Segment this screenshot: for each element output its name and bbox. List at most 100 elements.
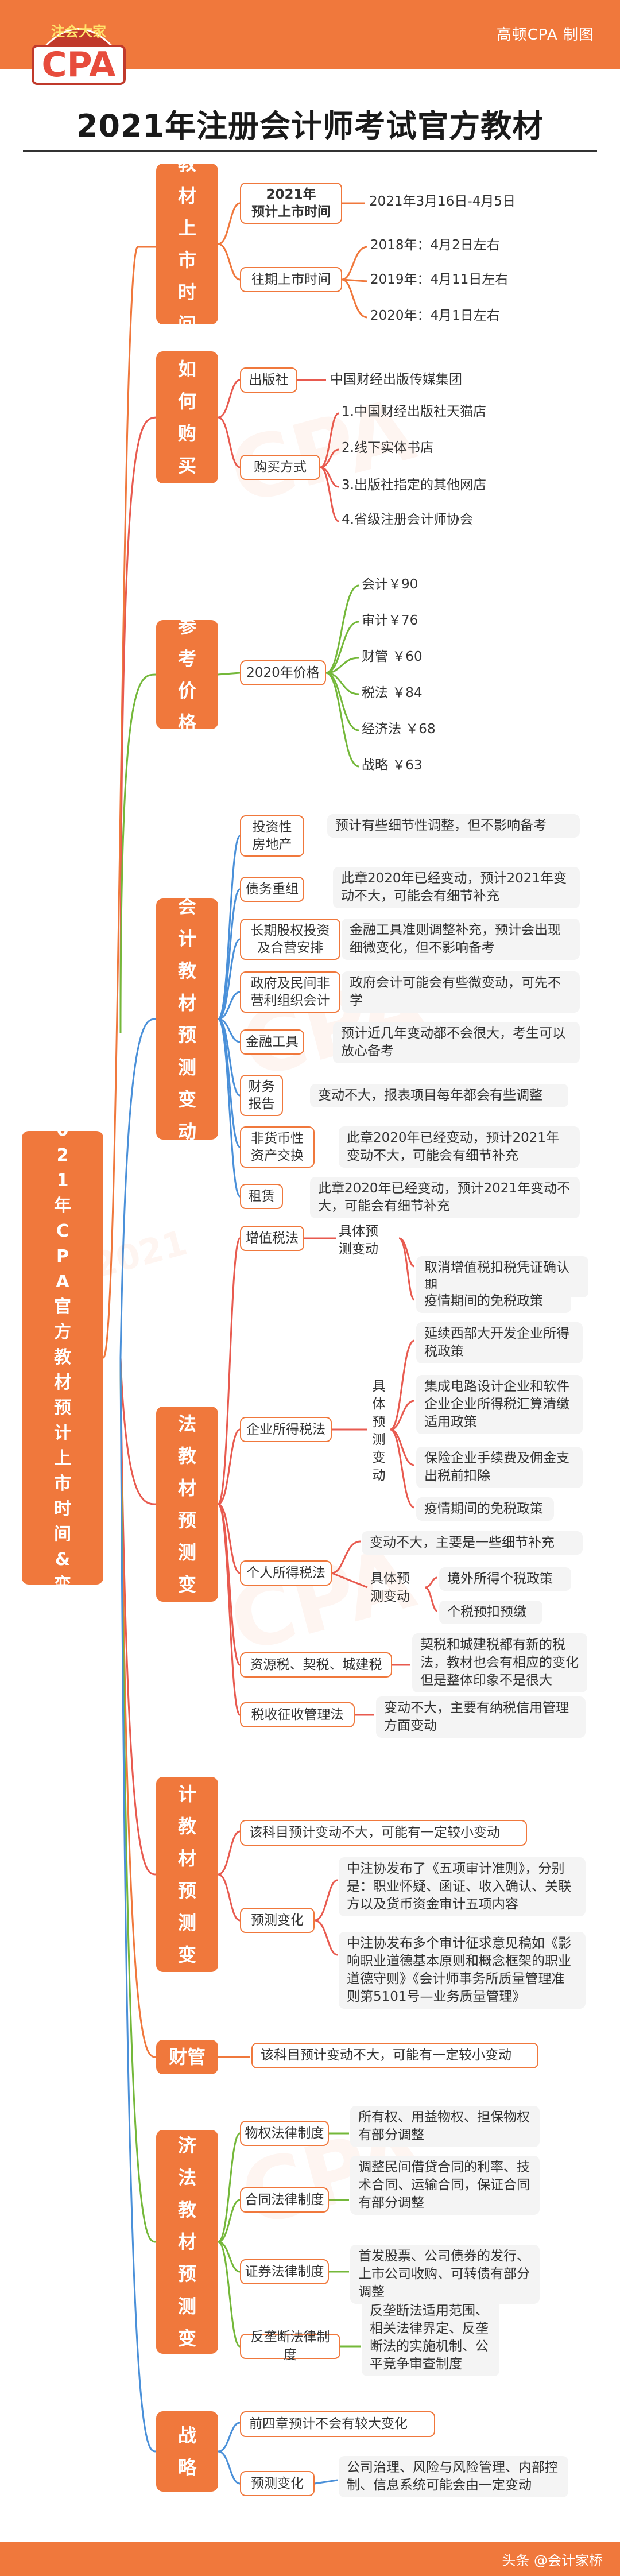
connector-line: [326, 584, 359, 674]
acc-item-label: 债务重组: [240, 877, 304, 902]
connector-line: [218, 2422, 241, 2453]
law-item-text: 首发股票、公司债券的发行、上市公司收购、可转债有部分调整: [350, 2245, 540, 2304]
tax-adm-label: 税收征收管理法: [240, 1702, 355, 1727]
acc-item-label: 金融工具: [240, 1029, 304, 1055]
bottom-bar: [0, 2542, 620, 2576]
connector-line: [119, 673, 157, 1034]
acc-item-text: 变动不大，报表项目每年都会有些调整: [310, 1084, 568, 1107]
title-underline: [23, 150, 597, 152]
cat-strategy: 战略: [156, 2411, 218, 2492]
tax-cit-item: 保险企业手续费及佣金支出税前扣除: [416, 1447, 583, 1488]
forecast-label: 2021年 预计上市时间: [240, 183, 342, 224]
connector-line: [218, 888, 241, 1020]
publisher-value: 中国财经出版传媒集团: [330, 372, 462, 387]
connector-line: [119, 1357, 157, 2453]
acc-item-text: 预计有些细节性调整，但不影响备考: [327, 814, 580, 838]
price-item: 战略 ￥63: [362, 758, 423, 773]
finance-text: 该科目预计变动不大，可能有一定较小变动: [251, 2043, 538, 2068]
connector-line: [217, 1018, 241, 1198]
past-2020: 2020年：4月1日左右: [370, 308, 500, 323]
acc-item-text: 此章2020年已经变动，预计2021年变动不大，可能会有细节补充: [339, 1126, 580, 1168]
svg-text:注会大家: 注会大家: [51, 23, 106, 40]
law-item-text: 调整民间借贷合同的利率、技术合同、运输合同，保证合同有部分调整: [350, 2156, 540, 2215]
cat-audit: 审计教材预测变动: [156, 1751, 218, 1998]
tax-cit-item: 疫情期间的免税政策: [416, 1497, 554, 1521]
connector-line: [218, 2241, 241, 2348]
buy-item: 2.线下实体书店: [342, 440, 433, 455]
connector-line: [342, 278, 368, 282]
tax-adm-text: 变动不大，主要有纳税信用管理方面变动: [376, 1696, 586, 1738]
forecast-value: 2021年3月16日-4月5日: [369, 194, 516, 209]
connector-line: [218, 991, 241, 1020]
connector-line: [390, 1428, 415, 1466]
connector-line: [218, 1873, 241, 1922]
strategy-forecast-label: 预测变化: [240, 2471, 315, 2496]
cat-reference-price: 参考价格: [156, 615, 218, 734]
acc-item-label: 租赁: [240, 1184, 283, 1209]
past-label: 往期上市时间: [240, 267, 342, 292]
connector-line: [217, 835, 241, 1020]
footer-credit: 头条 @会计家桥: [502, 2552, 603, 2569]
connector-line: [218, 1428, 241, 1505]
tax-cit-item: 延续西部大开发企业所得税政策: [416, 1322, 583, 1363]
connector-line: [218, 1830, 241, 1876]
connector-line: [218, 2132, 241, 2243]
connector-line: [314, 1879, 338, 1922]
svg-text:CPA: CPA: [42, 45, 117, 85]
tax-iit-label: 个人所得税法: [240, 1560, 332, 1586]
past-2018: 2018年：4月2日左右: [370, 238, 500, 253]
tax-cit-sub: 具体预测变动: [372, 1379, 386, 1483]
tax-res-text: 契税和城建税都有新的税法，教材也会有相应的变化但是整体印象不是很大: [412, 1633, 587, 1692]
connector-line: [342, 278, 368, 319]
connector-line: [314, 2479, 338, 2485]
buy-item: 3.出版社指定的其他网店: [342, 478, 486, 493]
acc-item-label: 投资性 房地产: [240, 815, 304, 857]
law-item-label: 合同法律制度: [240, 2187, 329, 2213]
tax-cit-label: 企业所得税法: [240, 1417, 332, 1442]
acc-item-text: 政府会计可能会有些微变动，可先不学: [342, 971, 580, 1013]
price-item: 财管 ￥60: [362, 649, 423, 664]
cat-release-time: 教材上市时间: [156, 153, 218, 335]
acc-item-label: 非货币性 资产交换: [240, 1126, 315, 1168]
connector-line: [320, 412, 339, 468]
acc-item-label: 财务 报告: [240, 1075, 283, 1116]
connector-line: [398, 1237, 416, 1301]
law-item-text: 所有权、用益物权、担保物权有部分调整: [350, 2106, 540, 2147]
price-label: 2020年价格: [240, 660, 326, 685]
connector-line: [102, 246, 156, 1359]
strategy-text: 公司治理、风险与风险管理、内部控制、信息系统可能会由一定变动: [339, 2456, 568, 2497]
tax-cit-item: 集成电路设计企业和软件企业企业所得税汇算清缴适用政策: [416, 1375, 583, 1434]
audit-item: 中注协发布了《五项审计准则》，分别是：职业怀疑、函证、收入确认、关联方以及货币资…: [339, 1857, 586, 1916]
connector-line: [119, 416, 157, 1034]
connector-line: [342, 246, 368, 281]
connector-line: [218, 2199, 241, 2243]
buy-item: 4.省级注册会计师协会: [342, 512, 473, 527]
connector-line: [320, 466, 339, 522]
connector-line: [390, 1428, 415, 1509]
tax-vat-label: 增值税法: [240, 1226, 304, 1251]
cpa-logo-icon: 注会大家 CPA: [32, 23, 126, 85]
connector-line: [218, 672, 241, 676]
audit-first: 该科目预计变动不大，可能有一定较小变动: [240, 1820, 527, 1846]
cat-how-to-buy: 如何购买: [156, 351, 218, 483]
connector-line: [218, 1018, 241, 1148]
connector-line: [326, 621, 359, 674]
acc-item-text: 预计近几年变动都不会很大，考生可以放心备考: [333, 1022, 580, 1063]
strategy-first: 前四章预计不会有较大变化: [240, 2411, 435, 2437]
price-item: 税法 ￥84: [362, 685, 423, 700]
connector-line: [217, 1237, 241, 1505]
law-item-text: 反垄断法适用范围、相关法律界定、反垄断法的实施机制、公平竞争审查制度: [362, 2299, 499, 2376]
cat-tax: 税法教材预测变动: [156, 1381, 218, 1628]
connector-line: [119, 1357, 157, 2058]
connector-line: [218, 2241, 241, 2273]
connector-line: [326, 672, 359, 768]
connector-line: [119, 1018, 157, 1358]
connector-line: [217, 1503, 241, 1716]
acc-item-text: 此章2020年已经变动，预计2021年变动不大，可能会有细节补充: [333, 867, 580, 908]
acc-item-label: 长期股权投资 及合营安排: [240, 919, 340, 960]
connector-line: [424, 1586, 438, 1612]
page-title: 2021年注册会计师考试官方教材: [76, 108, 544, 144]
cat-accounting: 会计教材预测变动: [156, 896, 218, 1142]
